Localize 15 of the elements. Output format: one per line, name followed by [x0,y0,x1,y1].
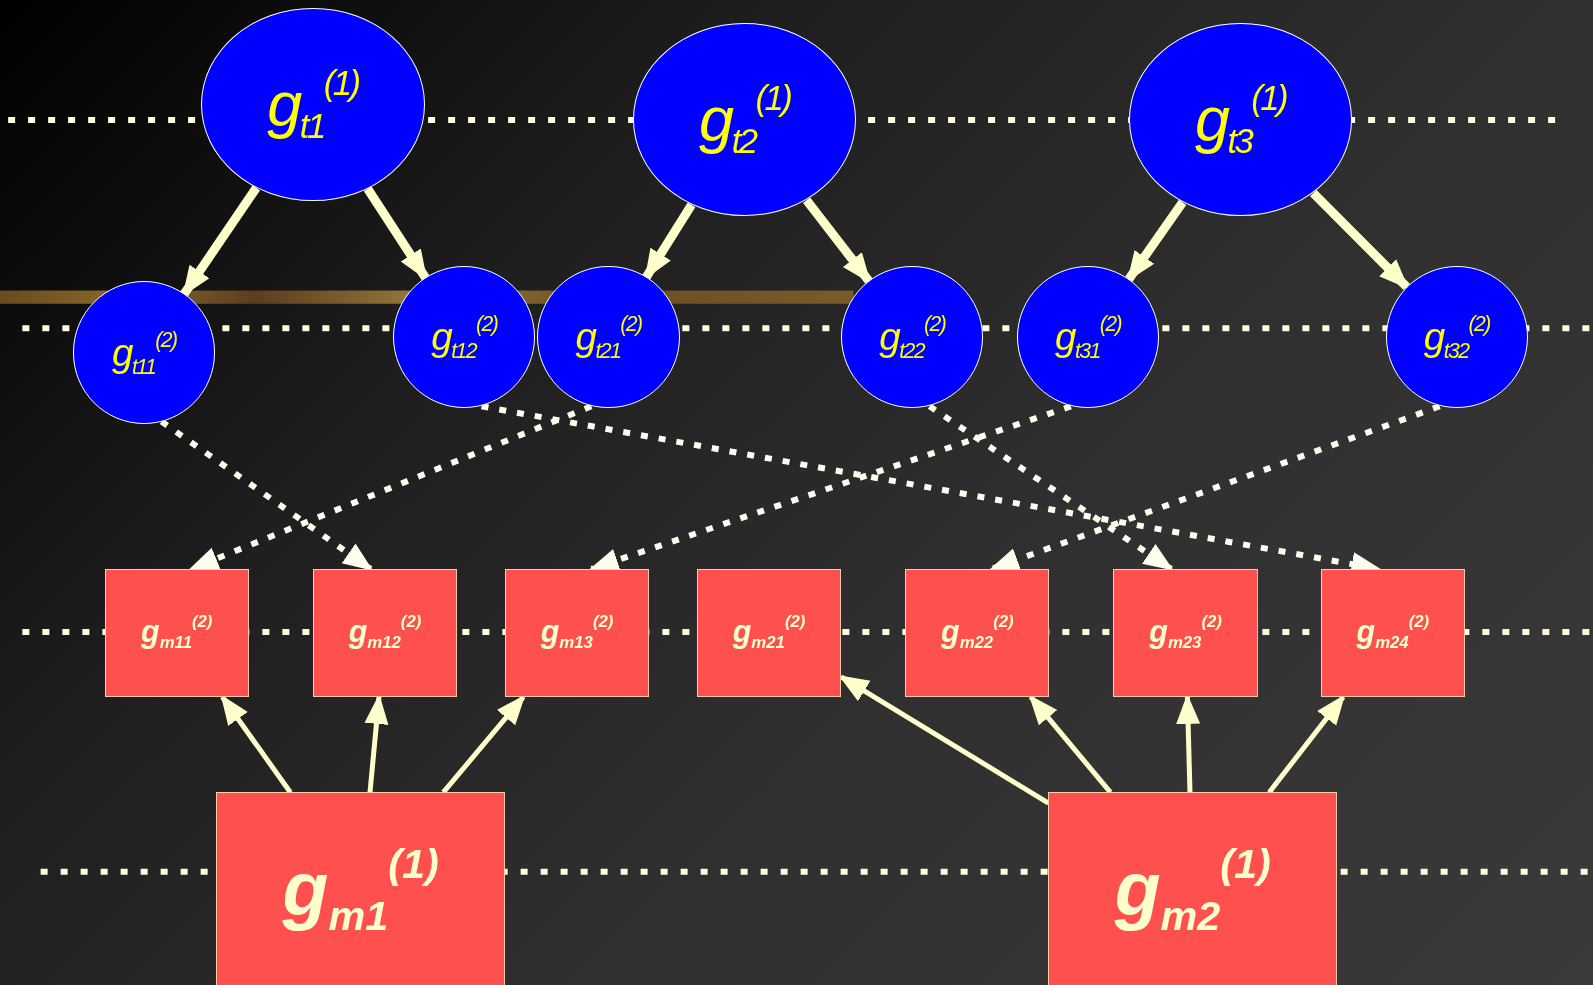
rect-node [104,568,249,697]
rect-node [216,792,505,985]
rect-node [1113,568,1258,697]
arrow [803,197,873,284]
arrow [1310,189,1410,291]
arrow [180,185,260,297]
arrow [363,186,430,281]
arrow [1125,199,1187,282]
rect-node [504,568,650,697]
rect-node [905,568,1050,697]
rect-node [1320,568,1465,697]
rect-node [1048,792,1337,985]
rect-node [312,568,458,697]
rect-node [696,568,842,697]
arrow [642,202,696,280]
